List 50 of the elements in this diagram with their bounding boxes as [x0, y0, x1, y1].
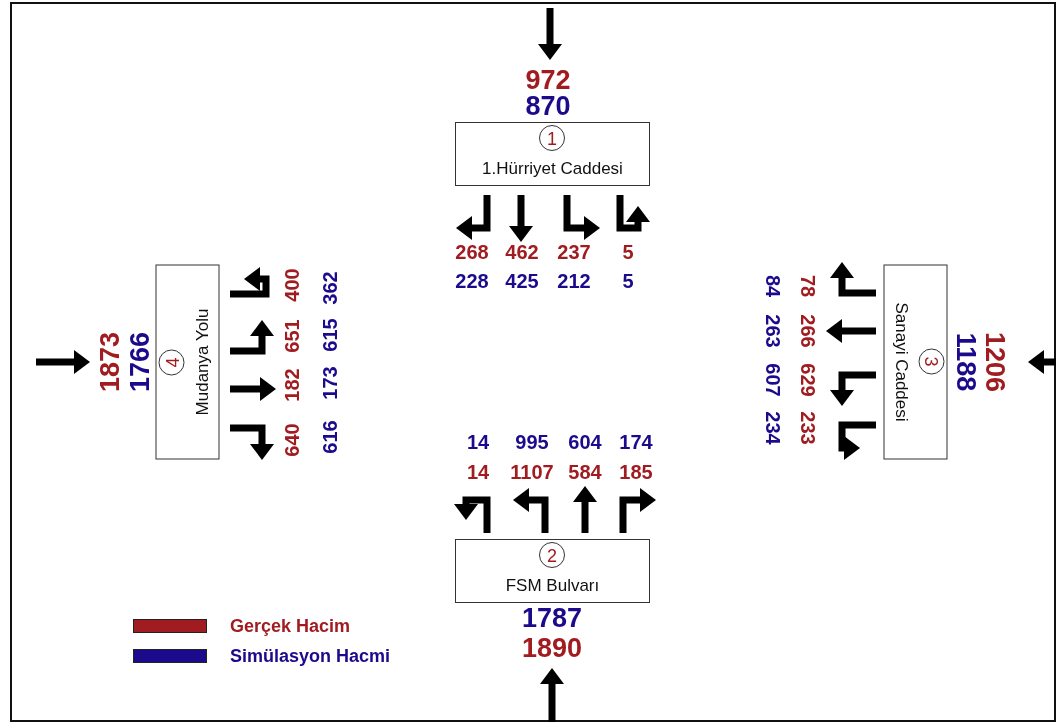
volume-value: 1206: [980, 331, 1008, 393]
movement-volume: 237: [557, 242, 591, 262]
approach-box: [455, 539, 650, 603]
legend-label: Simülasyon Hacmi: [230, 647, 391, 665]
approach-box: [883, 264, 948, 460]
volume-value: 870: [525, 92, 571, 120]
movement-volume: 14: [466, 462, 490, 482]
movement-volume: 615: [320, 318, 340, 352]
movement-volume: 268: [455, 242, 489, 262]
movement-volume: 182: [282, 368, 302, 402]
movement-volume: 174: [619, 432, 653, 452]
movement-volume: 234: [763, 411, 783, 445]
movement-volume: 78: [798, 274, 818, 298]
movement-volume: 362: [320, 271, 340, 305]
movement-volume: 212: [557, 271, 591, 291]
volume-value: 1787: [521, 604, 583, 632]
volume-value: 1188: [951, 332, 979, 392]
movement-volume: 1107: [510, 462, 554, 482]
street-name: 1.Hürriyet Caddesi: [481, 159, 624, 179]
street-name: Sanayi Caddesi: [890, 301, 911, 424]
movement-volume: 584: [568, 462, 602, 482]
movement-volume: 995: [515, 432, 549, 452]
approach-box: [155, 264, 220, 460]
legend-label: Gerçek Hacim: [230, 617, 351, 635]
movement-volume: 233: [798, 411, 818, 445]
volume-value: 972: [525, 66, 571, 94]
movement-volume: 462: [505, 242, 539, 262]
movement-volume: 5: [622, 242, 634, 262]
volume-value: 1873: [96, 331, 124, 393]
movement-volume: 616: [320, 420, 340, 454]
movement-volume: 266: [798, 314, 818, 348]
movement-volume: 84: [763, 274, 783, 298]
movement-volume: 651: [282, 319, 302, 353]
movement-volume: 263: [763, 314, 783, 348]
movement-volume: 400: [282, 268, 302, 302]
movement-volume: 5: [622, 271, 634, 291]
street-name: Mudanya Yolu: [192, 307, 213, 418]
movement-volume: 604: [568, 432, 602, 452]
movement-volume: 173: [320, 366, 340, 400]
approach-box: [455, 122, 650, 186]
street-name: FSM Bulvarı: [504, 576, 601, 596]
volume-value: 1766: [126, 331, 154, 393]
movement-volume: 228: [455, 271, 489, 291]
movement-volume: 607: [763, 363, 783, 397]
movement-volume: 185: [619, 462, 653, 482]
movement-volume: 14: [466, 432, 490, 452]
movement-volume: 640: [282, 423, 302, 457]
movement-volume: 425: [505, 271, 539, 291]
volume-value: 1890: [521, 634, 583, 662]
movement-volume: 629: [798, 363, 818, 397]
